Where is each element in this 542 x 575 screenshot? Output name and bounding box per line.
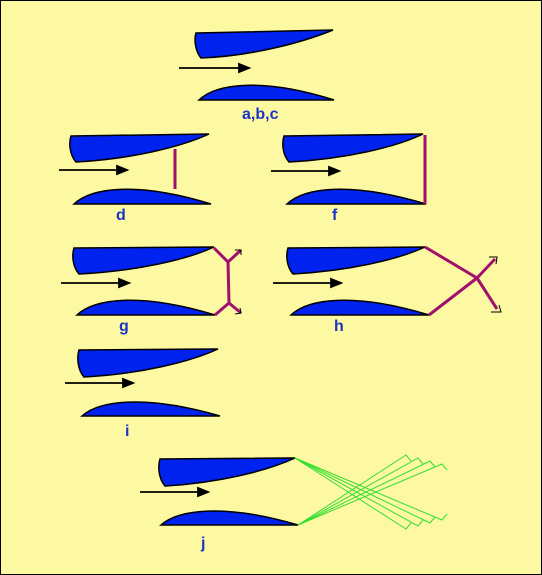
upper-airfoil [69,133,210,163]
lower-airfoil [289,299,430,316]
upper-airfoil [72,246,215,275]
flow-arrow [59,164,130,176]
panel-label-abc: a,b,c [242,106,279,123]
panel-label-g: g [119,318,129,335]
flow-arrow [61,277,132,289]
expansion-fans [294,454,448,530]
lower-airfoil [197,84,335,101]
lower-airfoil [80,401,221,417]
panel-label-h: h [334,318,344,335]
upper-airfoil [158,457,296,487]
lower-airfoil [75,299,216,316]
upper-airfoil [286,246,426,275]
slipstream-arrows [489,256,502,313]
nozzle-d [59,133,212,205]
panel-label-i: i [125,423,130,440]
upper-airfoil [194,29,334,59]
flow-arrow [273,277,344,289]
lower-airfoil [285,188,427,205]
flow-arrow [271,165,342,177]
nozzle-h [273,245,502,317]
flow-arrow [65,377,136,389]
nozzle-f [271,133,427,205]
lower-airfoil [72,188,212,205]
oblique-shock-system [212,246,243,317]
panel-label-f: f [332,207,338,224]
panel-label-j: j [201,535,206,552]
nozzle-abc [179,29,335,101]
nozzle-i [65,348,221,417]
nozzle-j [140,454,448,530]
nozzle-g [61,246,243,317]
flow-arrow [140,486,211,498]
panel-label-d: d [116,207,126,224]
upper-airfoil [77,348,219,378]
flow-arrow [179,62,252,74]
oblique-shock-system [424,245,499,317]
upper-airfoil [282,133,424,163]
lower-airfoil [159,510,299,526]
slipstream-arrows [234,249,242,315]
